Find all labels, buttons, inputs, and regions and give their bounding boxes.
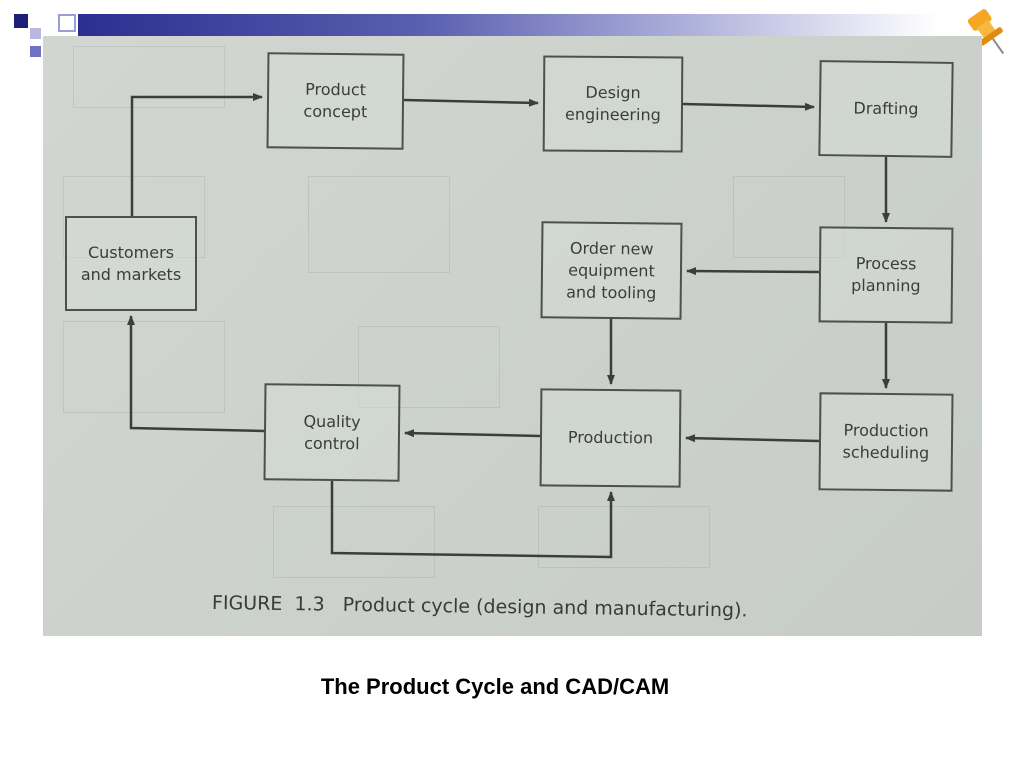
edge-product-concept-to-design-engineering xyxy=(403,98,539,107)
edge-quality-control-to-customers xyxy=(127,315,265,433)
node-customers-and-markets: Customers and markets xyxy=(65,216,197,311)
pushpin-icon xyxy=(967,9,1005,55)
slide-title: The Product Cycle and CAD/CAM xyxy=(320,674,670,699)
edge-production-scheduling-to-production xyxy=(685,434,820,443)
template-square-light xyxy=(30,28,41,39)
edge-production-to-quality-control xyxy=(404,429,541,438)
template-square-medium xyxy=(30,46,41,57)
template-square-outline xyxy=(58,14,76,32)
edge-process-planning-to-order-equipment xyxy=(686,267,820,276)
edge-design-engineering-to-drafting xyxy=(682,102,815,111)
edge-quality-control-to-production xyxy=(330,481,615,559)
template-square-dark xyxy=(14,14,28,28)
template-header-bar xyxy=(78,14,938,36)
edge-customers-to-product-concept xyxy=(130,93,263,216)
